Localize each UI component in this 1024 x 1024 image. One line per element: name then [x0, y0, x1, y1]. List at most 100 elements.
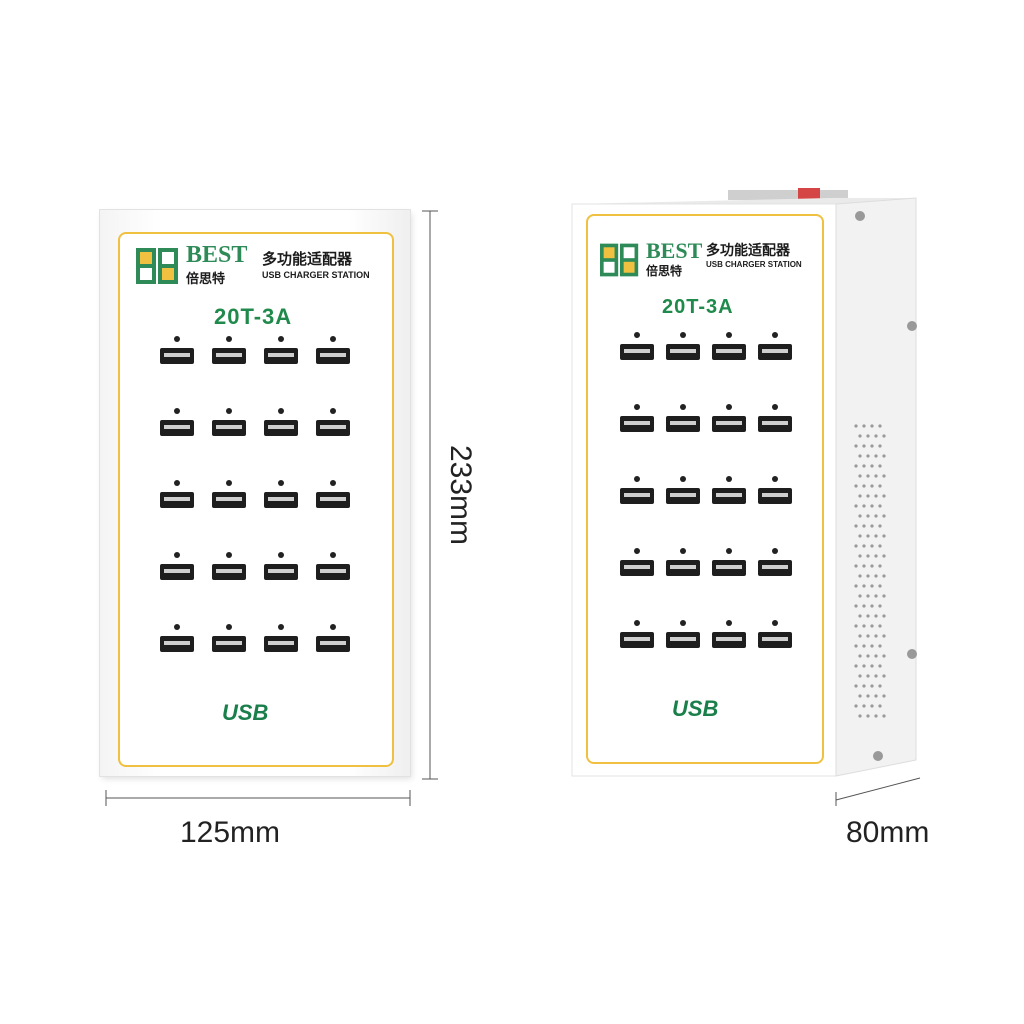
usb-port[interactable] — [264, 348, 298, 364]
usb-port[interactable] — [666, 488, 700, 504]
usb-port[interactable] — [160, 636, 194, 652]
usb-port-indicator-icon — [174, 336, 180, 342]
power-switch-side-button[interactable] — [798, 188, 820, 200]
usb-port-indicator-icon — [680, 332, 686, 338]
depth-dimension-line — [835, 777, 921, 806]
model-number: 20T-3A — [214, 304, 293, 329]
usb-port[interactable] — [666, 416, 700, 432]
usb-port[interactable] — [316, 348, 350, 364]
usb-port-indicator-icon — [226, 336, 232, 342]
usb-port-indicator-icon — [174, 408, 180, 414]
usb-port-indicator-icon — [634, 548, 640, 554]
usb-port-indicator-icon — [226, 408, 232, 414]
usb-port-indicator-icon — [680, 620, 686, 626]
usb-port-indicator-icon — [330, 408, 336, 414]
usb-port-indicator-icon — [330, 552, 336, 558]
usb-port[interactable] — [160, 564, 194, 580]
usb-port[interactable] — [316, 420, 350, 436]
model-number: 20T-3A — [662, 296, 734, 318]
usb-port[interactable] — [712, 416, 746, 432]
brand-logo-icon — [134, 244, 182, 288]
usb-port-indicator-icon — [278, 480, 284, 486]
front-label-panel: BEST 倍思特 多功能适配器 USB CHARGER STATION 20T-… — [118, 232, 394, 767]
usb-port[interactable] — [316, 636, 350, 652]
brand-name-cn: 倍思特 — [186, 272, 226, 287]
usb-port-indicator-icon — [278, 336, 284, 342]
usb-port[interactable] — [316, 564, 350, 580]
usb-port[interactable] — [666, 632, 700, 648]
depth-dimension-label: 80mm — [846, 816, 930, 849]
usb-port[interactable] — [758, 416, 792, 432]
usb-port-indicator-icon — [634, 404, 640, 410]
usb-port[interactable] — [212, 636, 246, 652]
usb-logo: USB — [672, 696, 718, 722]
usb-port-indicator-icon — [174, 624, 180, 630]
usb-port-indicator-icon — [634, 620, 640, 626]
usb-port-indicator-icon — [726, 404, 732, 410]
usb-port[interactable] — [264, 420, 298, 436]
usb-port-indicator-icon — [726, 332, 732, 338]
usb-port[interactable] — [758, 560, 792, 576]
usb-port[interactable] — [620, 488, 654, 504]
usb-port[interactable] — [212, 564, 246, 580]
usb-port-indicator-icon — [330, 624, 336, 630]
height-dimension-label: 233mm — [444, 444, 477, 546]
usb-port-indicator-icon — [772, 476, 778, 482]
usb-port[interactable] — [620, 632, 654, 648]
usb-port-indicator-icon — [772, 620, 778, 626]
usb-port[interactable] — [264, 564, 298, 580]
usb-port-indicator-icon — [772, 332, 778, 338]
height-dimension-line — [422, 210, 438, 780]
usb-port[interactable] — [620, 416, 654, 432]
usb-port[interactable] — [620, 344, 654, 360]
brand-name: BEST — [186, 242, 248, 268]
usb-port[interactable] — [712, 344, 746, 360]
usb-port[interactable] — [316, 492, 350, 508]
usb-port-indicator-icon — [634, 332, 640, 338]
usb-port-indicator-icon — [634, 476, 640, 482]
usb-port-indicator-icon — [174, 480, 180, 486]
vent-grille — [854, 424, 886, 718]
usb-port[interactable] — [160, 420, 194, 436]
usb-port-indicator-icon — [680, 404, 686, 410]
usb-port[interactable] — [712, 632, 746, 648]
side-label-panel: BEST 倍思特 多功能适配器 USB CHARGER STATION 20T-… — [586, 214, 824, 764]
usb-port[interactable] — [160, 348, 194, 364]
usb-port-indicator-icon — [278, 624, 284, 630]
usb-port[interactable] — [212, 348, 246, 364]
usb-port[interactable] — [620, 560, 654, 576]
width-dimension-label: 125mm — [180, 816, 281, 849]
usb-port[interactable] — [212, 420, 246, 436]
usb-port[interactable] — [758, 488, 792, 504]
usb-port[interactable] — [712, 560, 746, 576]
usb-port-indicator-icon — [726, 476, 732, 482]
usb-port[interactable] — [264, 492, 298, 508]
usb-port-indicator-icon — [226, 552, 232, 558]
power-switch-side[interactable] — [728, 188, 848, 200]
usb-port-indicator-icon — [278, 552, 284, 558]
usb-port[interactable] — [758, 632, 792, 648]
product-subtitle: USB CHARGER STATION — [262, 270, 370, 280]
brand-logo-icon — [598, 240, 642, 280]
usb-logo-text: USB — [672, 696, 719, 721]
usb-port-indicator-icon — [726, 548, 732, 554]
width-dimension-line — [105, 790, 411, 806]
usb-port[interactable] — [666, 344, 700, 360]
usb-port[interactable] — [758, 344, 792, 360]
usb-logo-text: USB — [222, 700, 269, 725]
product-title-cn: 多功能适配器 — [262, 250, 353, 268]
usb-port[interactable] — [212, 492, 246, 508]
usb-port-grid — [588, 216, 822, 762]
usb-port[interactable] — [712, 488, 746, 504]
usb-port-indicator-icon — [226, 624, 232, 630]
usb-port-indicator-icon — [772, 404, 778, 410]
usb-port[interactable] — [666, 560, 700, 576]
usb-port-indicator-icon — [772, 548, 778, 554]
usb-port[interactable] — [160, 492, 194, 508]
usb-port-indicator-icon — [330, 336, 336, 342]
usb-port-indicator-icon — [174, 552, 180, 558]
usb-port-indicator-icon — [680, 476, 686, 482]
usb-port[interactable] — [264, 636, 298, 652]
usb-logo: USB — [222, 700, 268, 726]
product-title-cn: 多功能适配器 — [706, 243, 790, 259]
